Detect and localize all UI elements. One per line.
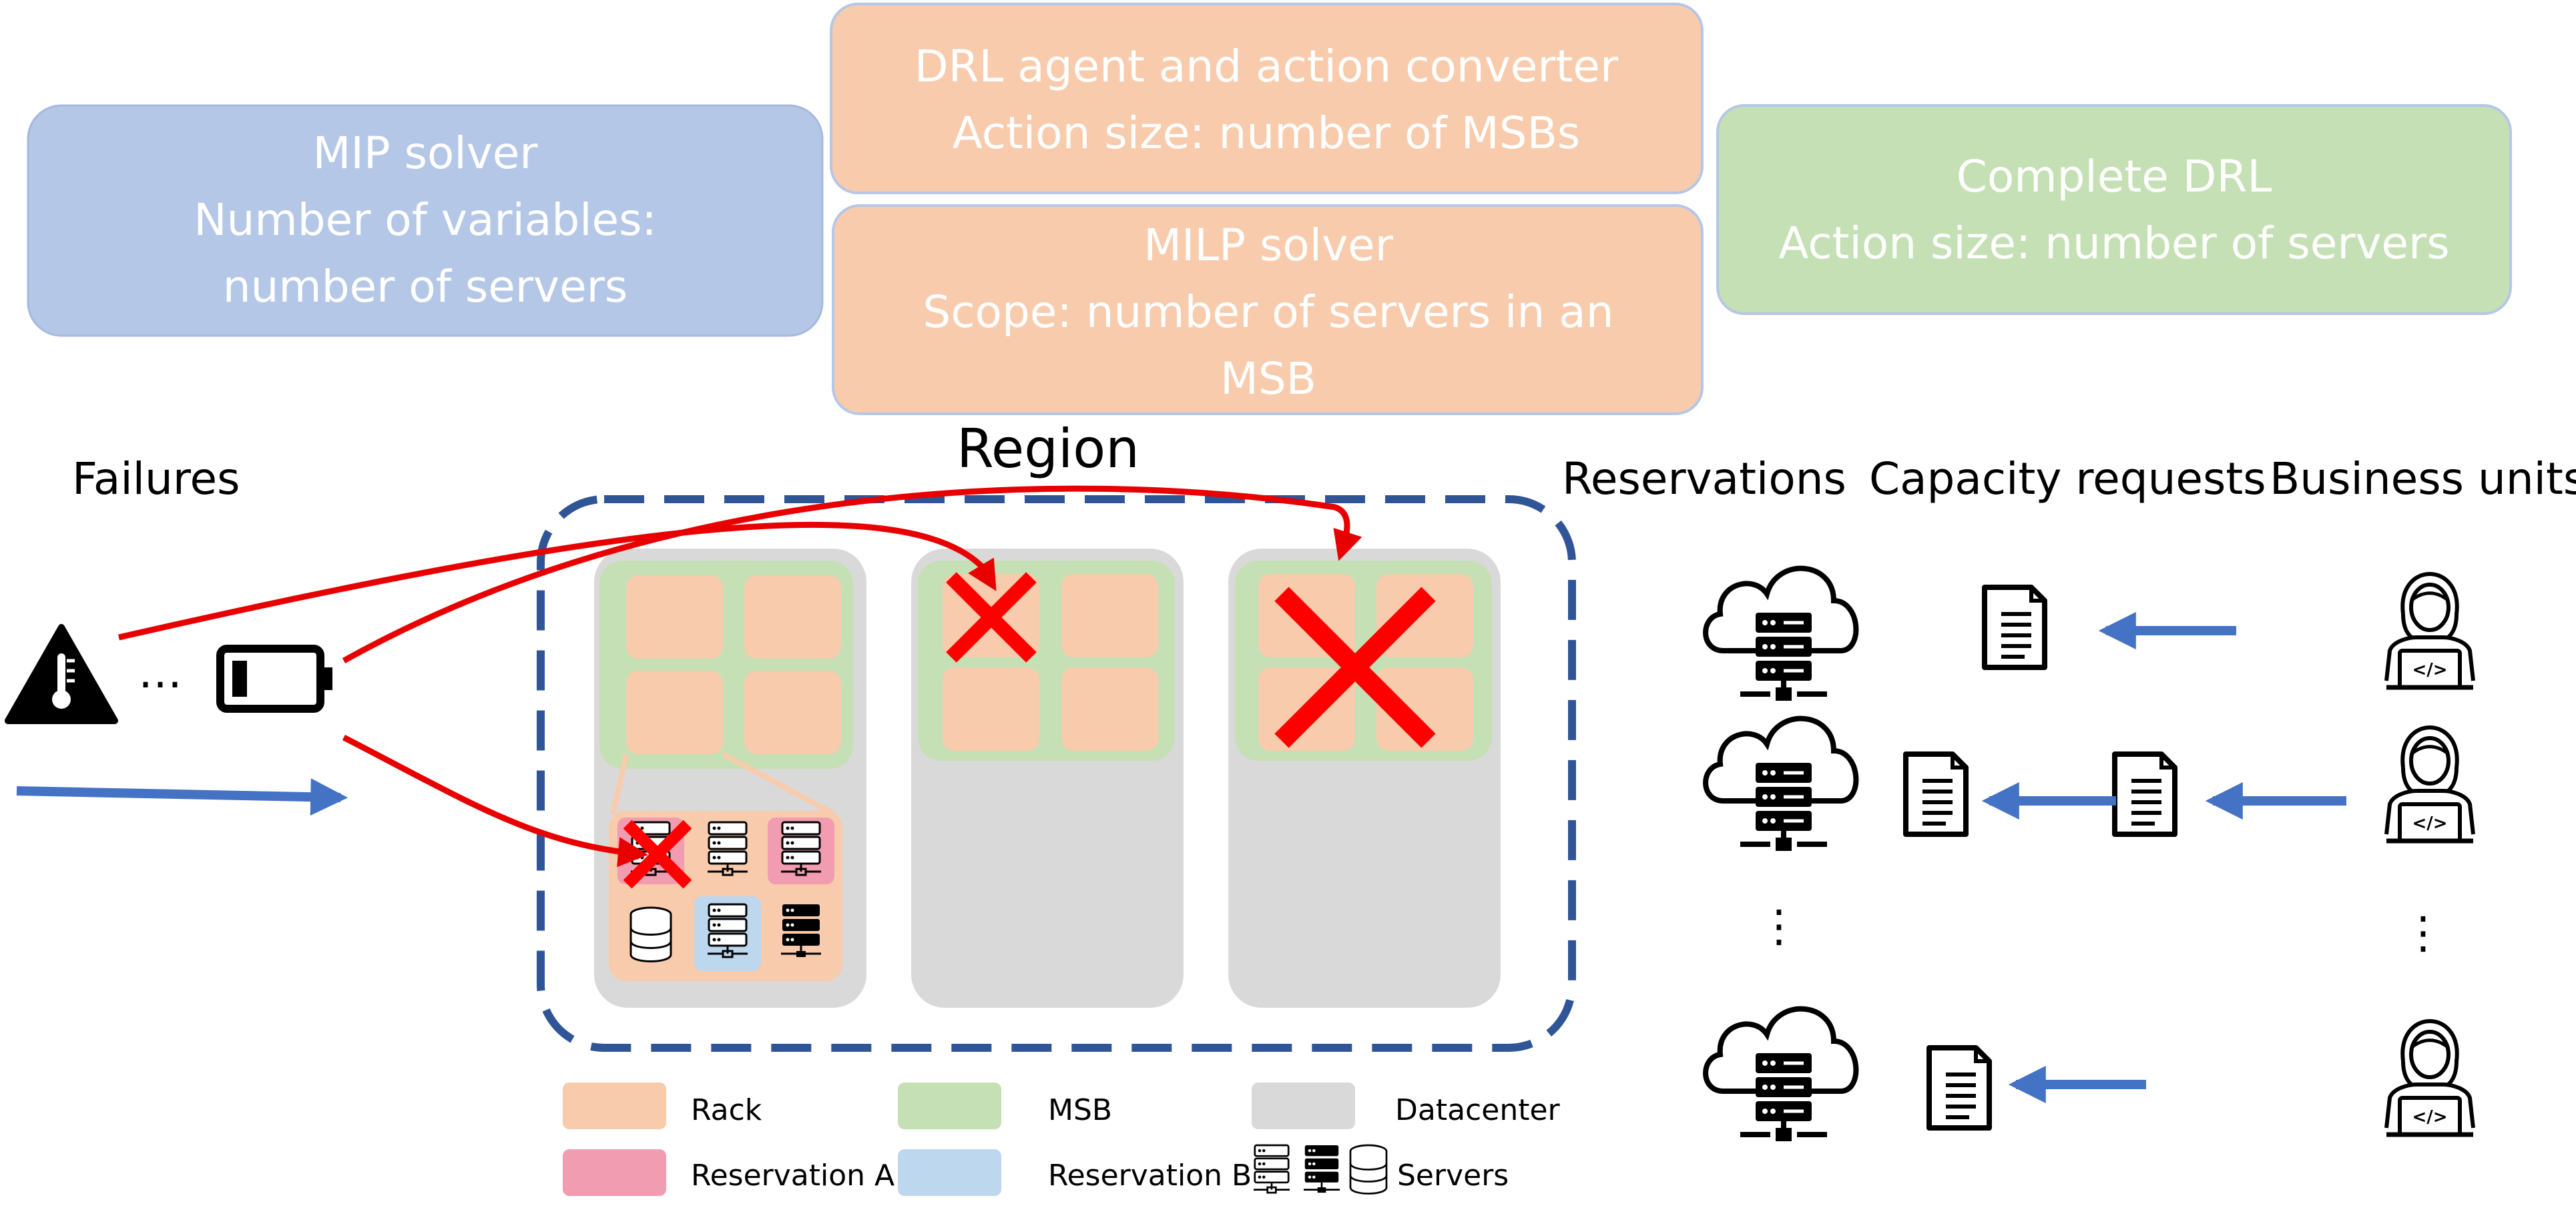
cloud-server-icon [1706,1009,1856,1141]
capacity-requests-label: Capacity requests [1869,453,2266,505]
mip-line3: number of servers [223,261,627,312]
legend-msb-label: MSB [1048,1093,1112,1127]
datacenter-3 [1228,549,1501,1008]
failure-arrow [342,734,648,868]
mip-solver-box: MIP solver Number of variables: number o… [27,104,824,337]
legend-datacenter-swatch [1252,1083,1355,1129]
rack [943,667,1039,751]
cloud-server-icon [1706,719,1856,851]
reservations-vertical-ellipsis: ⋮ [1757,900,1801,952]
failure-arrow [342,485,1362,663]
incoming-arrow [16,778,348,816]
legend-msb-swatch [898,1083,1001,1129]
database-icon [629,906,672,962]
milp-line3: MSB [1220,353,1316,404]
legend-reservation-b-label: Reservation B [1048,1159,1252,1193]
rack [1376,667,1473,751]
complete-drl-box: Complete DRL Action size: number of serv… [1716,104,2512,315]
drl-agent-box: DRL agent and action converter Action si… [830,3,1704,194]
legend-rack-swatch [563,1083,666,1129]
developer-user-icon [2386,727,2473,841]
business-units-vertical-ellipsis: ⋮ [2401,907,2445,958]
region-label: Region [957,418,1139,480]
failures-ellipsis: … [138,647,182,698]
low-battery-icon [216,645,332,713]
business-units-label: Business units [2270,453,2576,505]
developer-user-icon [2386,1021,2473,1135]
document-icon [1985,587,2045,667]
drl-agent-line1: DRL agent and action converter [915,41,1619,92]
rack [1061,667,1158,751]
rack [626,671,723,754]
complete-drl-line2: Action size: number of servers [1778,218,2449,269]
legend-datacenter-label: Datacenter [1395,1093,1561,1127]
datacenter-2 [911,549,1184,1008]
datacenter-1 [594,549,866,1008]
reservations-label: Reservations [1562,453,1846,505]
legend-reservation-a-swatch [563,1149,666,1196]
rack [626,575,723,659]
document-icon [1929,1048,1989,1128]
document-icon [2115,754,2175,834]
legend-server-black-icon [1302,1144,1341,1194]
rack [744,575,841,659]
mip-line2: Number of variables: [194,194,657,246]
rack [1376,574,1473,657]
region-border [537,495,1576,1052]
failure-x-mark [946,572,1037,663]
document-icon [1906,754,1966,834]
failure-arrow [117,521,997,641]
legend-rack-label: Rack [691,1093,762,1127]
failure-x-mark [1274,587,1436,748]
rack [744,671,841,754]
rack [1061,574,1158,657]
legend-reservation-b-swatch [898,1149,1001,1196]
legend: Rack MSB Datacenter Reservation A Reserv… [563,1083,1561,1196]
milp-line2: Scope: number of servers in an [923,286,1613,338]
drl-agent-line2: Action size: number of MSBs [953,107,1581,159]
milp-line1: MILP solver [1143,220,1394,271]
failure-x-mark [623,820,692,889]
cloud-server-icon [1706,569,1856,701]
thermometer-warning-icon [5,624,118,724]
mip-line1: MIP solver [312,127,538,179]
developer-user-icon [2386,574,2473,687]
legend-reservation-a-label: Reservation A [691,1159,894,1193]
legend-database-icon [1349,1144,1388,1195]
milp-solver-box: MILP solver Scope: number of servers in … [832,204,1704,415]
legend-servers-label: Servers [1397,1159,1509,1193]
failures-label: Failures [72,453,240,505]
legend-server-icon [1252,1144,1291,1194]
complete-drl-line1: Complete DRL [1957,151,2272,202]
